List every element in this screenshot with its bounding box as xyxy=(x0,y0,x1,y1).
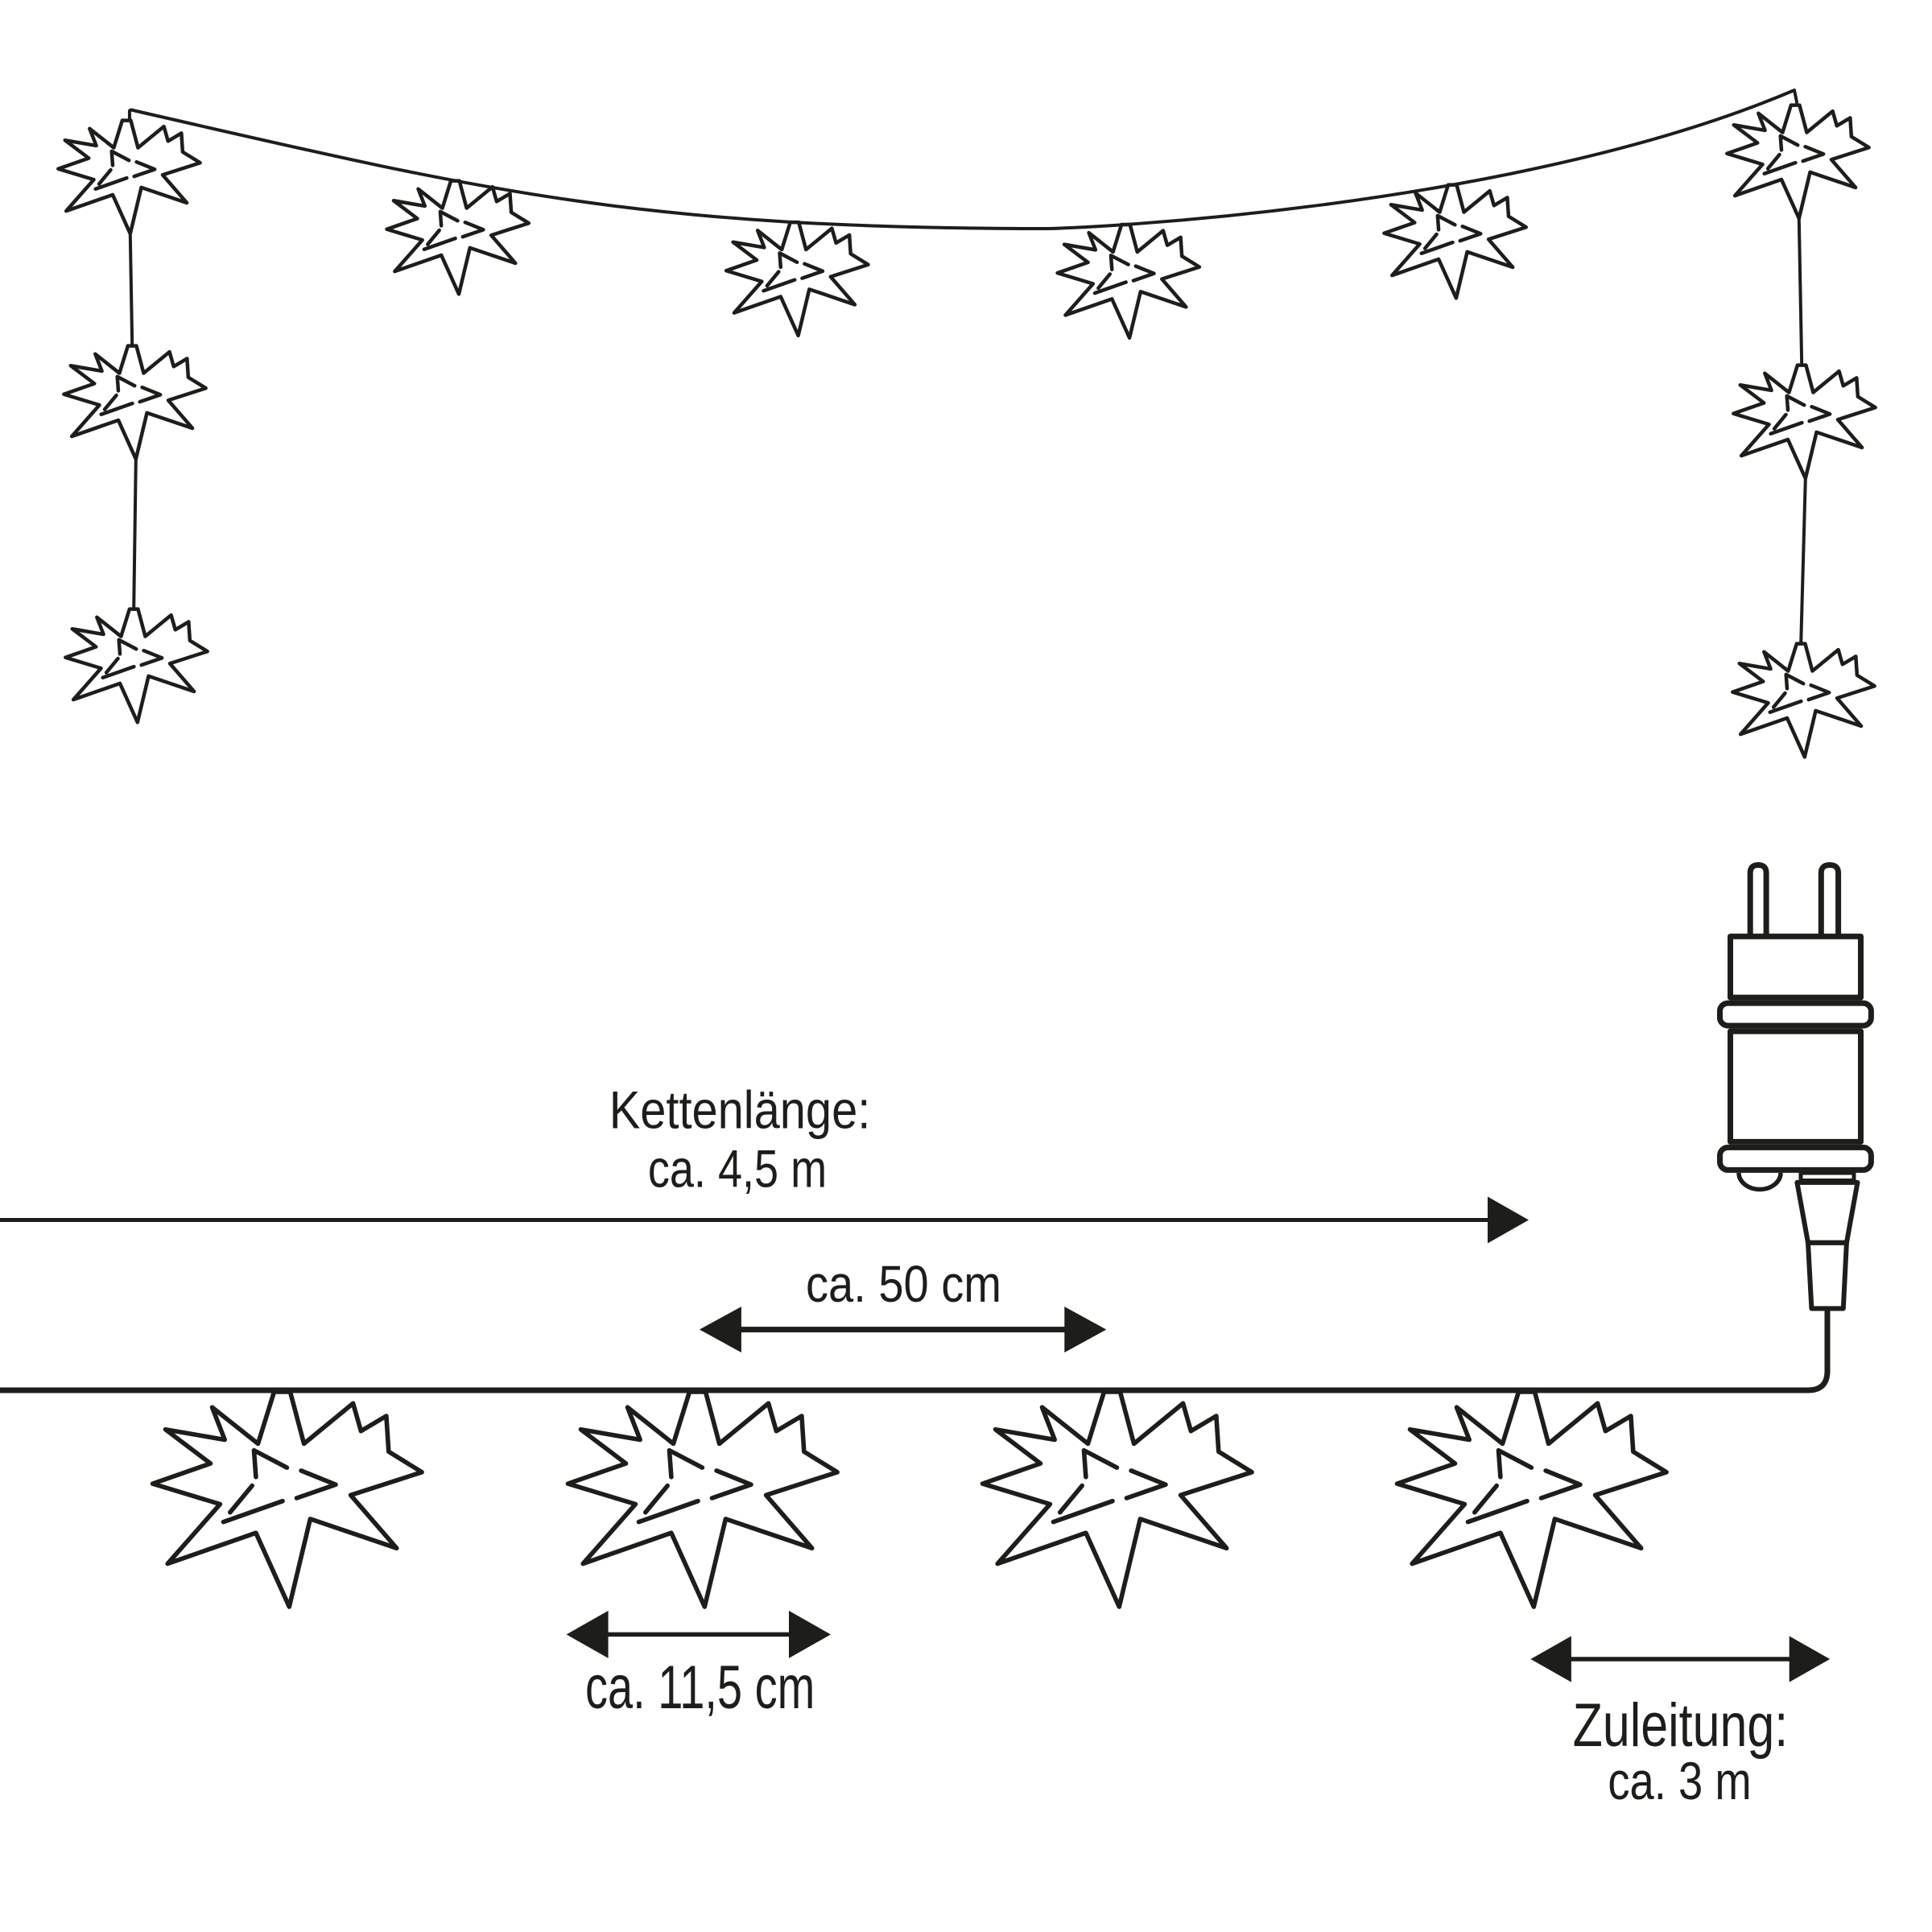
svg-text:Kettenlänge:: Kettenlänge: xyxy=(609,1080,871,1140)
svg-text:ca. 4,5 m: ca. 4,5 m xyxy=(648,1138,827,1198)
svg-text:ca. 3 m: ca. 3 m xyxy=(1608,1751,1751,1810)
svg-text:ca. 11,5 cm: ca. 11,5 cm xyxy=(585,1653,815,1722)
svg-text:Zuleitung:: Zuleitung: xyxy=(1573,1691,1789,1760)
svg-text:ca. 50 cm: ca. 50 cm xyxy=(806,1255,1001,1313)
